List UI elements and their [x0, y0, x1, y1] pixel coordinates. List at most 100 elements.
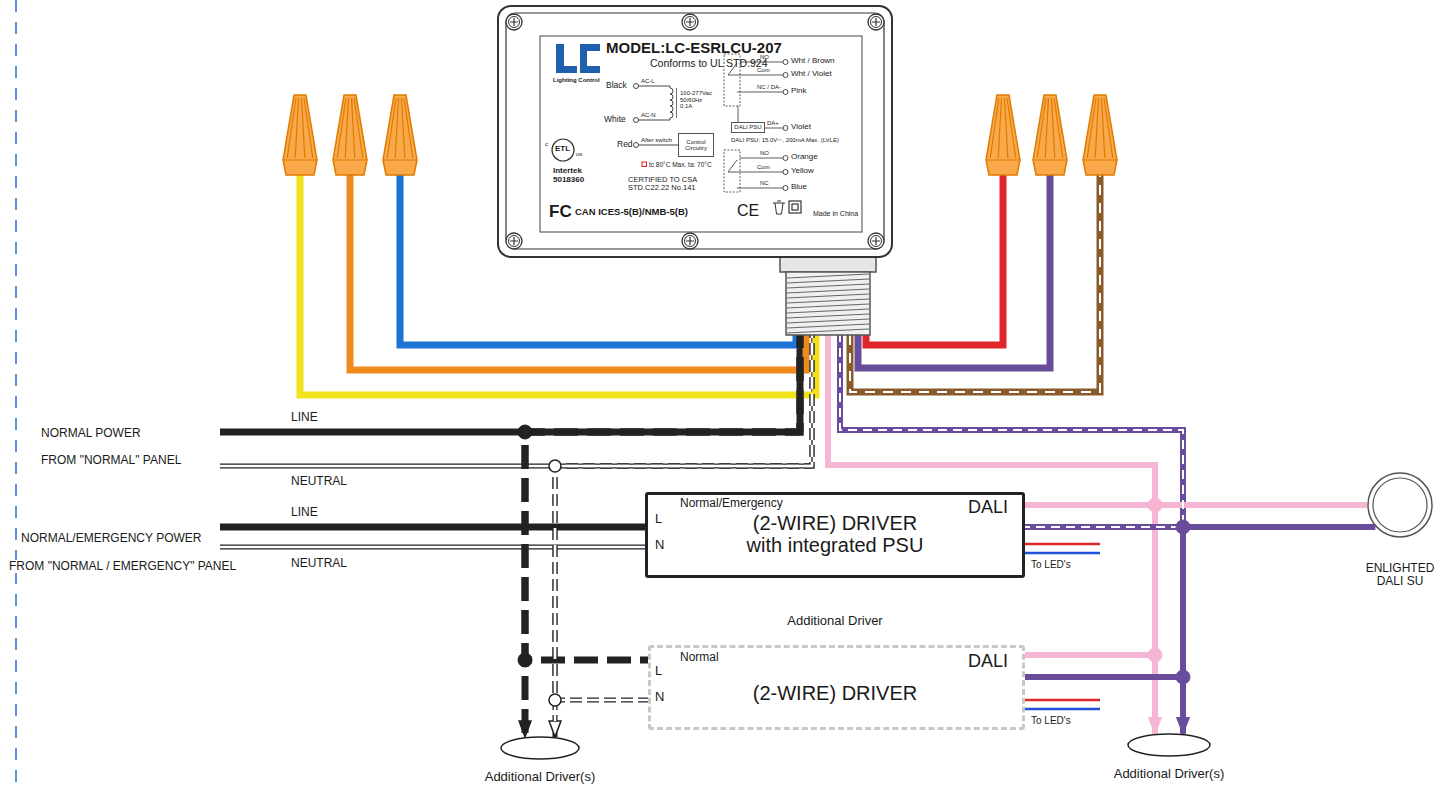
wire-nut-ridge: [1037, 98, 1046, 158]
relay-control-unit-text: NO: [760, 150, 769, 157]
wire-nut-ridge: [1087, 98, 1096, 158]
additional-drivers-marker-text: Additional Driver(s): [460, 770, 620, 785]
relay-lead-line: [740, 92, 783, 93]
wire-nut: [383, 95, 417, 175]
terminal: [783, 170, 788, 175]
wire-nut-ridge: [287, 98, 296, 158]
yellow-lead-wire: [300, 172, 816, 395]
fitting-thread: [787, 309, 869, 313]
wire-connector: [840, 258, 1183, 527]
terminal: [783, 60, 788, 65]
relay-control-unit-text: After switch: [641, 137, 672, 144]
relay-contact-box: [724, 150, 740, 192]
double-insulation-symbol: [789, 201, 801, 213]
screw-head: [685, 236, 696, 247]
terminal: [783, 73, 788, 78]
emergency-neutral-wire-core: [220, 546, 645, 549]
additional-driver-box: Additional DriverNormalLN(2-WIRE) DRIVER…: [648, 645, 1025, 730]
logo-mark: [580, 44, 600, 73]
wire-label: NORMAL/EMERGENCY POWER: [20, 532, 202, 545]
additional-drivers-marker-outline: [1127, 733, 1211, 757]
relay-control-unit-text: tc 80°C Max. ta: 70°C: [649, 161, 712, 168]
relay-control-unit-text: CE: [737, 202, 759, 220]
lead-line: [639, 86, 679, 145]
relay-control-unit-text: Wht / Brown: [791, 57, 835, 66]
control-circuitry-box: Control Circuitry: [678, 133, 714, 157]
wire-nut-ridge: [387, 98, 396, 158]
wire-nut: [986, 95, 1020, 175]
wire-connector: [525, 258, 800, 660]
housing-inner-rim: [506, 13, 884, 249]
additional-driver-box-text: Additional Driver: [735, 614, 935, 629]
relay-control-unit-text: Violet: [791, 123, 811, 132]
wire-nut-ridge: [304, 98, 313, 158]
screw-slot: [872, 18, 880, 26]
temperature-point-symbol: [642, 162, 647, 167]
relay-control-unit-text: Orange: [791, 153, 818, 162]
driver-box-text: Normal/Emergency: [680, 497, 783, 510]
wire-nut-ridge: [1104, 98, 1113, 158]
additional-drivers-marker: Additional Driver(s): [1127, 733, 1211, 757]
wire-nut-skirt: [986, 159, 1020, 160]
terminal: [634, 84, 639, 89]
relay-control-unit-text: NC / DA-: [757, 84, 781, 91]
wire-label: To LED's: [1030, 559, 1072, 570]
sensor-ring: [1368, 473, 1432, 537]
screw-slot: [872, 237, 880, 245]
relay-control-unit-text: Red: [617, 140, 633, 150]
continuation-ellipse: [501, 737, 579, 759]
wire-nut-ridge: [302, 98, 305, 158]
control-circuitry-box-text: Control Circuitry: [680, 139, 712, 152]
terminal: [783, 90, 788, 95]
fitting-thread: [787, 274, 869, 278]
additional-driver-box-text: (2-WIRE) DRIVER: [725, 682, 945, 704]
relay-control-unit-text: c: [545, 141, 548, 148]
wire-nut-ridge: [354, 98, 363, 158]
relay-control-unit-text: FC: [549, 202, 572, 221]
junction-open-dot: [549, 694, 561, 706]
relay-control-unit-text: NO: [760, 54, 769, 61]
wire-nut-ridge: [337, 98, 346, 158]
wire-stripe: [840, 258, 1183, 527]
wire-nut: [283, 95, 317, 175]
normal-line-wire: [220, 429, 800, 436]
margin-guide-line: [15, 0, 17, 791]
relay-control-unit-text: Lighting Control: [553, 77, 600, 84]
relay-control-unit-text: Yellow: [791, 167, 814, 176]
coil-core: [676, 88, 677, 118]
label-plate: [540, 36, 862, 232]
fitting-thread: [787, 319, 869, 323]
wire-nut-ridge: [1095, 98, 1098, 158]
wire-nut-ridge: [395, 98, 398, 158]
relay-control-unit-text: Blue: [791, 183, 807, 192]
wire-nut-ridge: [345, 98, 348, 158]
wire-nut-ridge: [402, 98, 405, 158]
relay-control-unit-text: ETL: [555, 145, 570, 154]
wire-label: NEUTRAL: [290, 475, 348, 488]
wire-nut-ridge: [404, 98, 413, 158]
wire-nut-ridge: [1045, 98, 1048, 158]
fitting-thread: [787, 304, 869, 308]
wire-connector: [828, 258, 1155, 505]
screw: [506, 233, 522, 249]
junction-dot: [518, 425, 532, 439]
screw: [682, 233, 698, 249]
screw-head: [871, 236, 882, 247]
fitting-thread: [787, 284, 869, 288]
additional-driver-box-text: Normal: [680, 651, 719, 664]
wire-nut-skirt: [283, 159, 317, 160]
emergency-line-wire: [220, 524, 645, 531]
relay-control-unit-text: DALI PSU: 15.0V⎓, 200mA Max. (LVLE): [731, 137, 839, 144]
certification-mark: [552, 139, 574, 161]
junction-open-dot: [549, 460, 561, 472]
junction-dot: [1176, 520, 1190, 534]
terminal: [634, 118, 639, 123]
disposal-symbol: [773, 201, 785, 214]
screw-slot: [510, 18, 518, 26]
wire-label: LINE: [290, 411, 319, 424]
relay-control-unit-text: Wht / Violet: [791, 70, 832, 79]
junction-dot: [1148, 498, 1162, 512]
screw: [506, 14, 522, 30]
relay-control-unit-text: Com: [757, 67, 770, 74]
junction-dot: [1176, 670, 1190, 684]
